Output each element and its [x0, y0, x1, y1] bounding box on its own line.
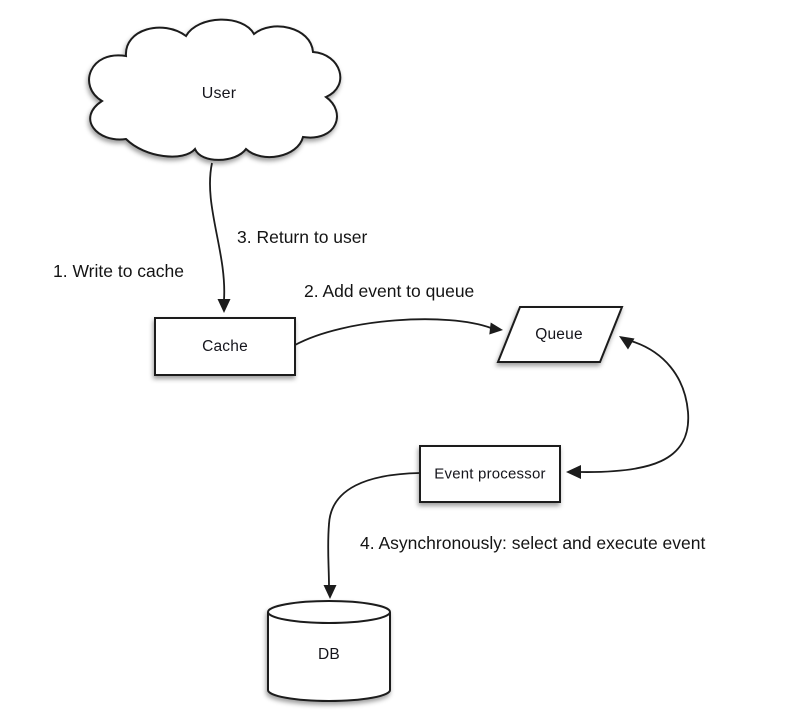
node-label-db: DB [318, 646, 340, 663]
node-label-event-processor: Event processor [434, 465, 546, 483]
shape-layer [88, 18, 624, 702]
arrow-event-processor-to-db [327, 472, 421, 588]
queue-parallelogram [496, 306, 624, 363]
db-cylinder [267, 600, 391, 702]
edge-label-step-2: 2. Add event to queue [304, 281, 475, 301]
node-label-cache: Cache [202, 338, 248, 355]
edge-label-step-4: 4. Asynchronously: select and execute ev… [360, 533, 706, 553]
arrowhead-into-db [323, 585, 337, 599]
arrowhead-into-event-processor [566, 465, 581, 479]
arrow-cache-to-queue [294, 318, 492, 346]
arrowhead-into-queue-right [619, 336, 635, 350]
user-cloud-shape [88, 18, 342, 161]
arrow-layer [209, 162, 689, 588]
arrowhead-layer [217, 299, 635, 599]
edge-label-step-3: 3. Return to user [237, 227, 368, 247]
node-label-queue: Queue [535, 326, 583, 343]
node-label-user: User [201, 85, 237, 102]
arrow-queue-event-processor [579, 340, 689, 473]
cache-box [154, 317, 296, 376]
arrowhead-into-queue-left [489, 322, 503, 335]
arrow-user-to-cache [209, 162, 226, 301]
db-cylinder-body [267, 612, 391, 702]
event-processor-box [419, 445, 561, 503]
db-cylinder-top [267, 600, 391, 624]
edge-label-step-1: 1. Write to cache [53, 261, 184, 281]
arrowhead-into-cache [217, 299, 231, 313]
